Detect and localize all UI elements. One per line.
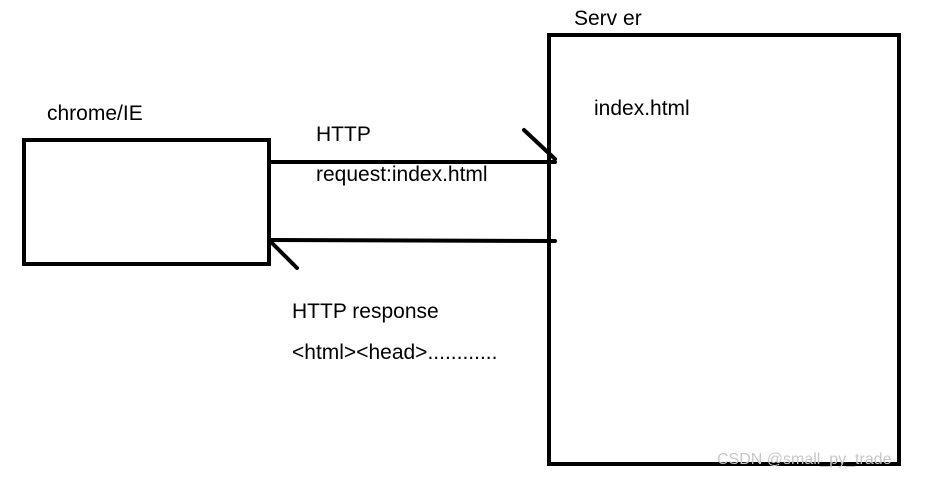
response-arrow-shaft <box>270 238 557 243</box>
browser-label: chrome/IE <box>47 102 143 125</box>
request-protocol-label: HTTP <box>316 123 371 146</box>
request-detail-label: request:index.html <box>316 163 488 186</box>
server-label: Serv er <box>574 7 642 30</box>
browser-box <box>22 138 271 266</box>
watermark: CSDN @small_py_trade <box>717 451 892 468</box>
response-arrow-head <box>270 241 299 270</box>
response-protocol-label: HTTP response <box>292 300 439 323</box>
response-content-label: <html><head>............ <box>292 341 498 364</box>
request-arrow-head <box>522 128 557 161</box>
server-file-label: index.html <box>594 97 690 120</box>
response-arrow <box>270 238 557 270</box>
request-arrow <box>267 128 557 164</box>
server-box <box>547 33 901 466</box>
